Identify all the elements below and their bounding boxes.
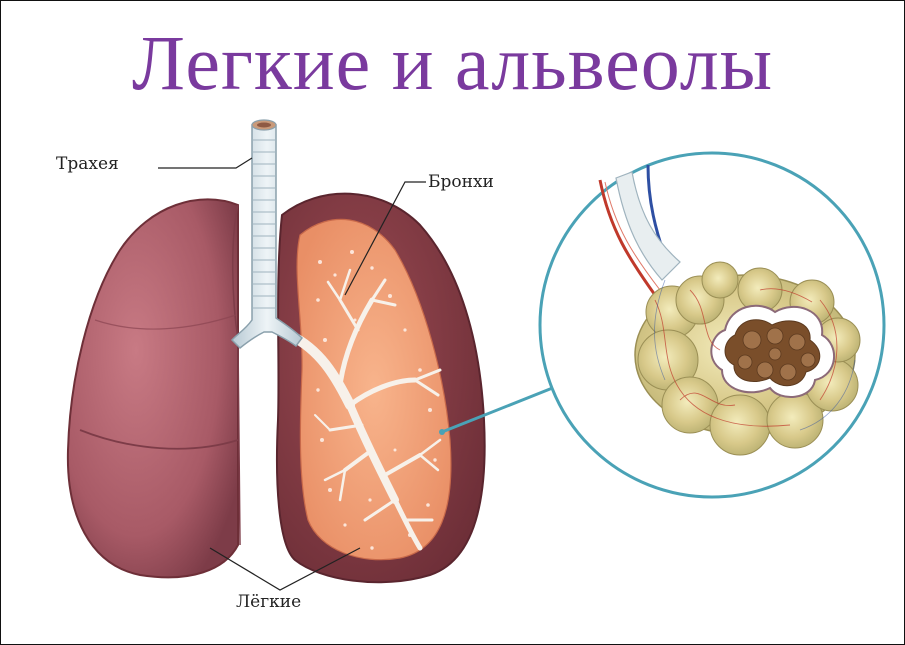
right-lung xyxy=(277,194,485,583)
label-trachea: Трахея xyxy=(56,154,119,174)
left-lung xyxy=(68,199,240,577)
label-lungs: Лёгкие xyxy=(236,592,301,612)
alveoli-magnifier xyxy=(540,153,884,497)
label-bronchi: Бронхи xyxy=(428,172,494,192)
magnifier-origin-dot xyxy=(439,429,445,435)
